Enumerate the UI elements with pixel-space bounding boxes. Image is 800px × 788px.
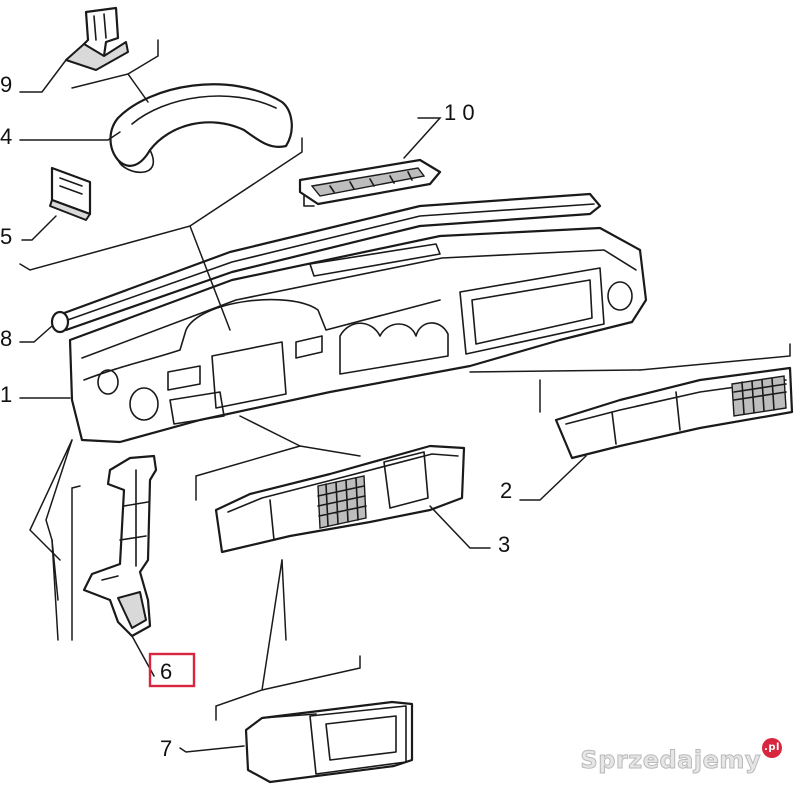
part-5-mounting-plate xyxy=(49,166,92,221)
part-7-storage-box xyxy=(244,700,414,784)
callout-10: 1 0 xyxy=(444,100,475,125)
callout-6-highlight-box xyxy=(148,652,196,688)
watermark-text: Sprzedajemy xyxy=(580,746,761,775)
part-10-top-vent xyxy=(298,158,442,207)
callout-9: 9 xyxy=(0,72,12,97)
callout-1: 1 xyxy=(0,382,12,407)
part-9-clip xyxy=(65,6,129,71)
callout-2: 2 xyxy=(500,478,512,503)
part-4-instrument-hood xyxy=(109,83,293,174)
callout-4: 4 xyxy=(0,124,12,149)
callouts: 9 4 5 8 1 1 0 2 3 7 6 xyxy=(0,72,512,761)
leader-lines xyxy=(19,39,791,753)
watermark-logo: Sprzedajemy.pl xyxy=(580,738,782,775)
part-3-center-duct xyxy=(214,444,466,554)
part-8-trim-strip xyxy=(50,192,602,334)
callout-7: 7 xyxy=(160,736,172,761)
watermark-badge: .pl xyxy=(762,738,782,758)
callout-8: 8 xyxy=(0,326,12,351)
callout-3: 3 xyxy=(498,532,510,557)
part-6-support-bracket xyxy=(82,454,158,638)
part-1-dashboard-panel xyxy=(68,226,648,444)
callout-5: 5 xyxy=(0,224,12,249)
callout-6: 6 xyxy=(160,659,172,684)
part-2-right-duct xyxy=(554,366,794,460)
